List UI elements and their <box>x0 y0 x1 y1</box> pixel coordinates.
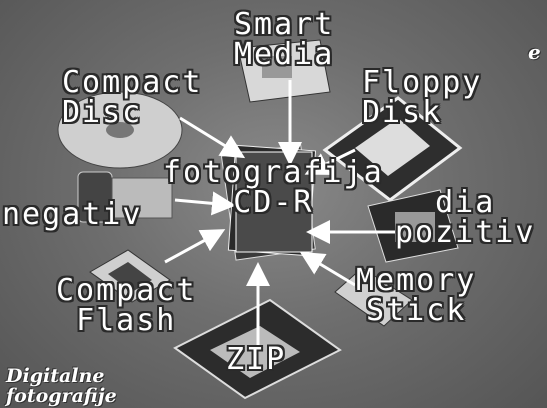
label-smart-media: Smart Media <box>234 7 335 72</box>
label-center-photo-cd: fotografija CD-R <box>163 155 384 220</box>
floppy-disk-icon <box>322 96 463 202</box>
photo-stack-icon <box>220 144 317 261</box>
arrow-memory-stick <box>299 251 356 287</box>
corner-title-digitalne: Digitalne fotografije <box>6 365 117 407</box>
arrow-compact-disc <box>179 116 246 159</box>
label-floppy-disk: Floppy Disk <box>362 65 483 130</box>
arrow-compact-flash <box>164 229 226 264</box>
arrow-negativ <box>174 191 236 216</box>
corner-top-right-text: e <box>528 40 541 64</box>
label-compact-disc: Compact Disc <box>62 65 203 130</box>
compact-flash-icon <box>89 249 171 303</box>
arrow-floppy <box>304 148 356 175</box>
slide-positive-icon <box>367 189 459 263</box>
label-negativ: negativ <box>2 197 143 232</box>
label-zip: ZIP <box>226 342 287 377</box>
zip-disk-icon <box>173 298 342 400</box>
label-dia-pozitiv: dia pozitiv <box>395 185 536 250</box>
label-memory-stick: Memory Stick <box>356 263 477 328</box>
memory-stick-icon <box>334 267 413 327</box>
smart-media-icon <box>237 39 331 103</box>
compact-disc-icon <box>57 91 183 169</box>
label-compact-flash: Compact Flash <box>56 273 197 338</box>
film-negative-icon <box>77 171 173 223</box>
arrows <box>164 80 395 345</box>
